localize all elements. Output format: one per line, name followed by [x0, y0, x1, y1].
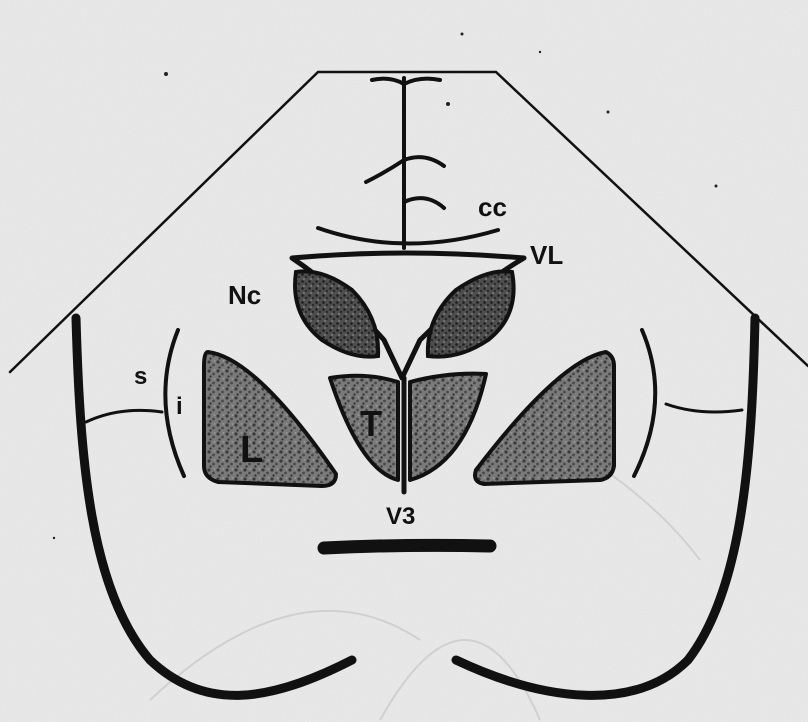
hypothalamic-bar: [324, 545, 490, 548]
label-vl: VL: [530, 240, 563, 270]
label-cc: cc: [478, 192, 507, 222]
label-nc: Nc: [228, 280, 261, 310]
label-t: T: [360, 403, 382, 444]
label-i: i: [176, 393, 183, 420]
label-s: s: [134, 363, 147, 390]
label-l: L: [240, 429, 263, 471]
label-v3: V3: [386, 503, 415, 530]
